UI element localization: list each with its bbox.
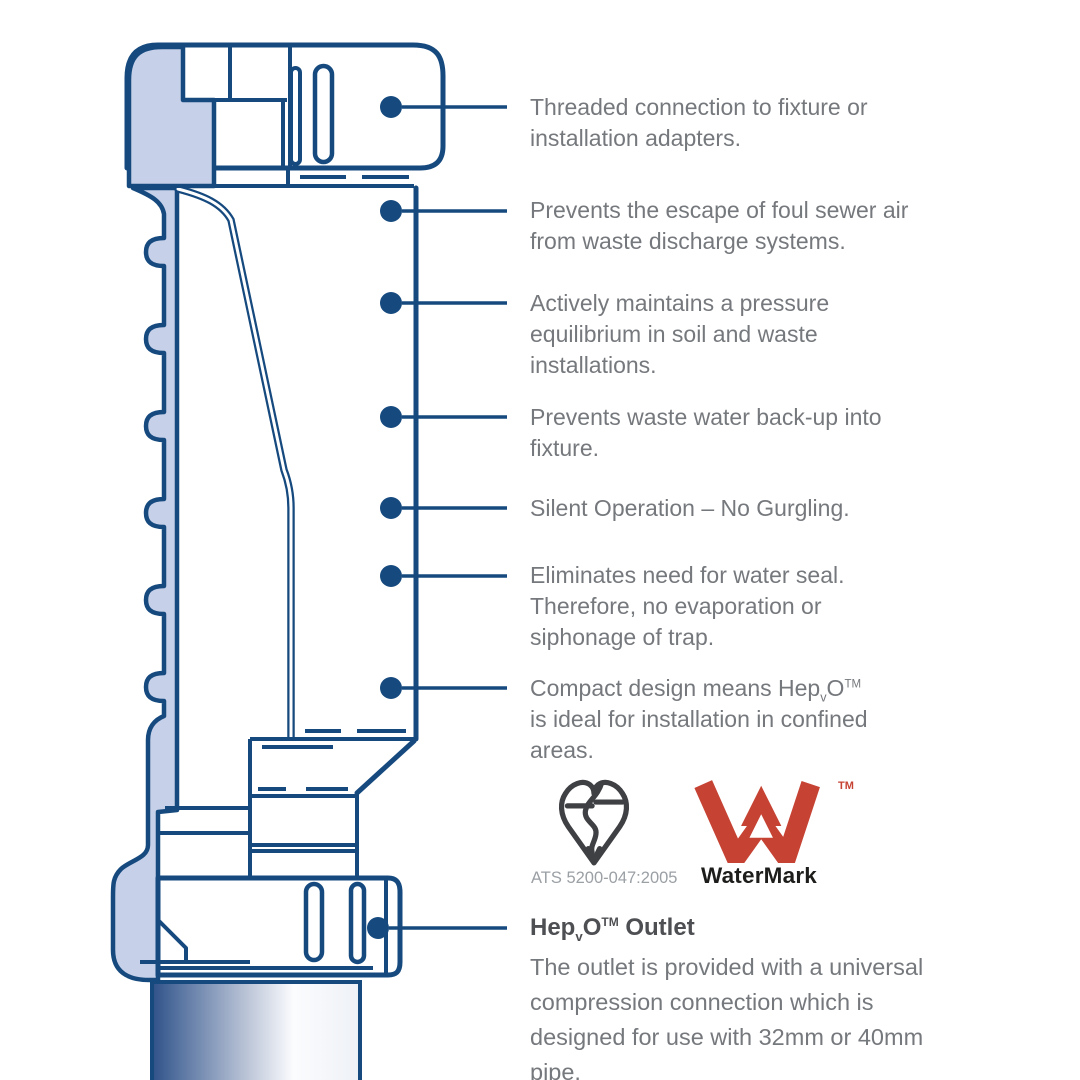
lower-outlet-structure — [160, 729, 417, 878]
compact-text-subscript: v — [820, 690, 827, 705]
compression-nut — [140, 875, 403, 978]
callout-text-threaded-connection: Threaded connection to fixture or instal… — [530, 94, 868, 151]
callout-text-water-seal: Eliminates need for water seal. Therefor… — [530, 562, 845, 650]
callout-dot — [380, 677, 402, 699]
watermark-logo — [694, 780, 820, 863]
compact-text-prefix: Compact design means Hep — [530, 675, 821, 701]
valve-cross-section-diagram — [110, 42, 507, 1080]
nut-grip-slot — [312, 63, 335, 165]
outlet-heading-subscript: v — [575, 928, 583, 944]
callout-dots — [367, 96, 402, 939]
compact-text-trademark: TM — [844, 678, 862, 691]
callout-dot — [367, 917, 389, 939]
compact-text-o: O — [826, 675, 845, 701]
callout-dot — [380, 200, 402, 222]
ats-standardsmark-logo — [558, 779, 630, 866]
callout-text-compact-design: Compact design means HepvOTM is ideal for… — [530, 673, 922, 766]
callout-dot — [380, 565, 402, 587]
callout-dot — [380, 406, 402, 428]
watermark-label: WaterMark — [700, 863, 817, 888]
outlet-heading-trademark: TM — [601, 915, 619, 929]
callout-dot — [380, 96, 402, 118]
outlet-heading-suffix: Outlet — [618, 914, 695, 941]
internal-membrane — [174, 185, 295, 741]
callout-text-silent-operation: Silent Operation – No Gurgling. — [530, 495, 850, 521]
leader-lines — [389, 105, 507, 930]
callout-text-pressure-equilibrium: Actively maintains a pressure equilibriu… — [530, 290, 830, 378]
callout-text-back-up: Prevents waste water back-up into fixtur… — [530, 404, 882, 461]
nut-grip-slot — [289, 66, 302, 166]
callout-text-foul-sewer-air: Prevents the escape of foul sewer air fr… — [530, 197, 909, 254]
nut-grip-slot — [303, 881, 325, 963]
callout-dot — [380, 292, 402, 314]
outlet-heading: HepvOTM Outlet — [530, 912, 922, 944]
watermark-trademark-symbol: TM — [838, 780, 854, 792]
outlet-pipe — [150, 980, 362, 1080]
thread-band — [133, 168, 414, 188]
compact-text-line3: areas. — [530, 737, 594, 763]
outlet-description: The outlet is provided with a universal … — [530, 954, 924, 1080]
nut-grip-slot — [348, 881, 367, 965]
ats-certification-label: ATS 5200-047:2005 — [531, 869, 678, 887]
compact-text-line2: is ideal for installation in confined — [530, 706, 868, 732]
callout-dot — [380, 497, 402, 519]
body-wall-cross-section-fill — [110, 185, 180, 983]
outlet-heading-prefix: Hep — [530, 914, 576, 941]
outlet-heading-o: O — [582, 914, 602, 941]
top-nut-interior-lines — [183, 45, 335, 168]
